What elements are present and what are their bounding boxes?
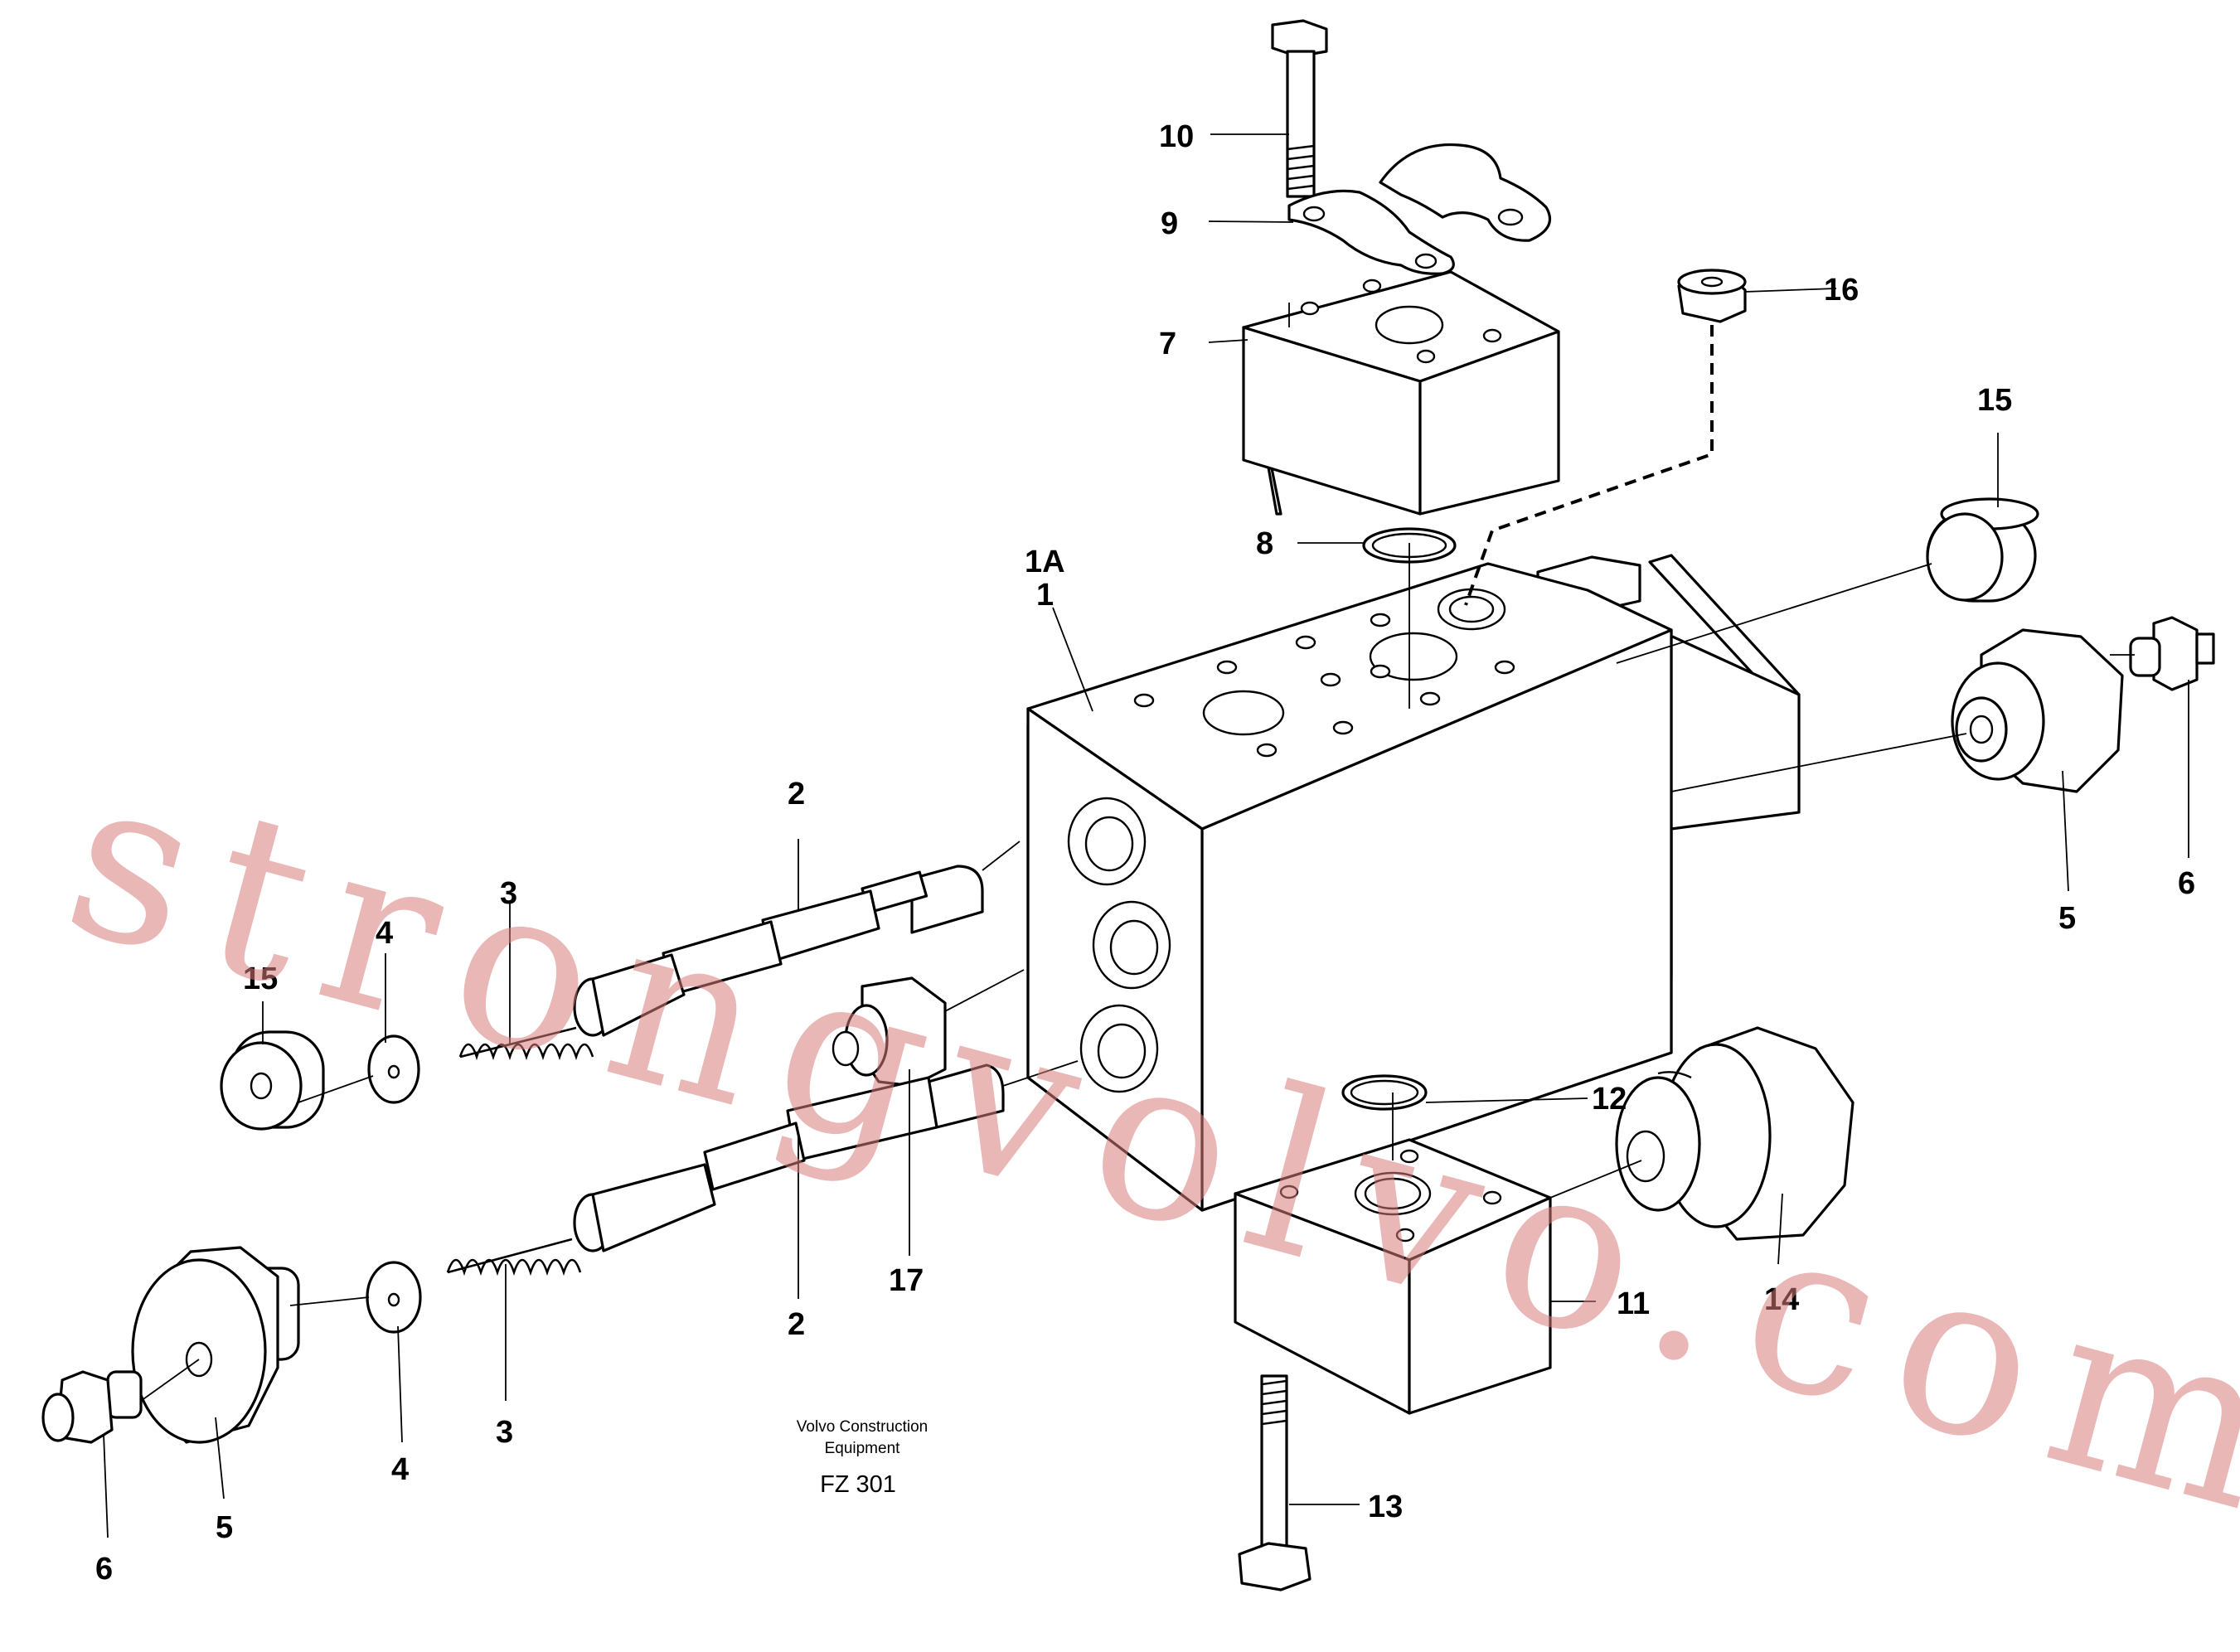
block-11 [1234, 1138, 1552, 1415]
label-13: 13 [1368, 1490, 1403, 1524]
label-4-upper: 4 [376, 916, 393, 951]
label-9: 9 [1161, 206, 1178, 241]
leader-lines [103, 133, 2189, 1538]
label-11: 11 [1617, 1286, 1650, 1321]
label-6-right: 6 [2178, 866, 2195, 901]
label-3-lower: 3 [496, 1415, 513, 1450]
washer-4-upper [367, 1034, 420, 1104]
part-labels: 10 9 7 16 8 15 1A 1 2 3 4 15 5 6 12 17 2… [95, 119, 2195, 1587]
bolt-10 [1271, 19, 1328, 198]
plug-15-left [220, 1030, 325, 1131]
relief-cap-5-right [1951, 628, 2124, 793]
label-5-right: 5 [2058, 901, 2076, 936]
fitting-17 [832, 976, 947, 1088]
credit-line-2: Equipment [825, 1440, 901, 1457]
spring-3-lower [446, 1238, 582, 1277]
label-7: 7 [1159, 327, 1176, 361]
bolt-13 [1238, 1374, 1312, 1591]
spring-3-upper [458, 1026, 594, 1061]
adjuster-6-left [41, 1370, 143, 1444]
credit-block: Volvo Construction Equipment FZ 301 [797, 1418, 928, 1498]
washer-4-lower [366, 1261, 422, 1334]
label-5-left: 5 [216, 1510, 233, 1545]
label-12: 12 [1592, 1082, 1627, 1117]
relief-cap-5-left [131, 1246, 300, 1444]
label-1A: 1A [1025, 545, 1065, 579]
label-15-left: 15 [243, 962, 278, 996]
credit-line-1: Volvo Construction [797, 1418, 928, 1436]
plug-15-right [1926, 497, 2039, 603]
label-17: 17 [889, 1263, 924, 1298]
label-16: 16 [1824, 273, 1859, 308]
valve-body [1026, 554, 1801, 1212]
label-15-right: 15 [1977, 383, 2012, 418]
block-7 [1242, 270, 1560, 516]
plug-16 [1677, 269, 1747, 323]
label-3-upper: 3 [500, 876, 517, 911]
label-2-upper: 2 [788, 777, 805, 811]
label-8: 8 [1256, 526, 1273, 561]
fitting-14 [1615, 1026, 1855, 1241]
label-1: 1 [1036, 578, 1054, 613]
spool-2-upper [573, 865, 984, 1037]
flange-half-9 [1287, 143, 1551, 275]
label-6-left: 6 [95, 1552, 113, 1587]
dashed-connection [1464, 325, 1714, 606]
figure-code: FZ 301 [820, 1471, 896, 1498]
spool-2-lower [573, 1063, 1005, 1252]
label-4-lower: 4 [391, 1452, 409, 1487]
adjuster-6-right [2129, 616, 2215, 691]
label-2-lower: 2 [788, 1307, 805, 1342]
o-ring-12 [1341, 1074, 1428, 1111]
label-10: 10 [1159, 119, 1194, 154]
label-14: 14 [1764, 1282, 1799, 1317]
